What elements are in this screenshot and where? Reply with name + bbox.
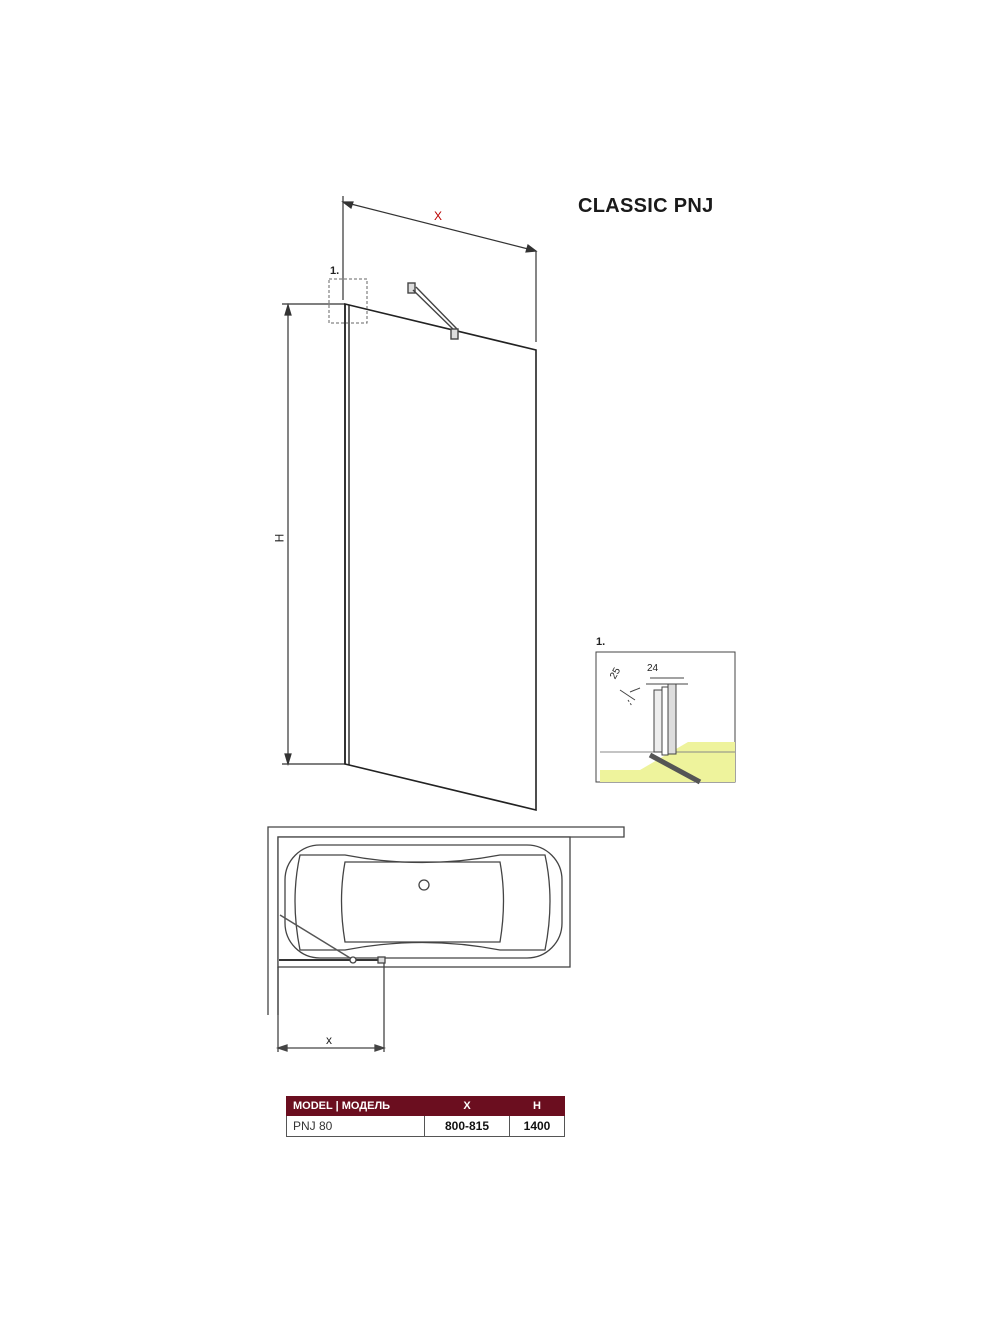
header-h: H: [509, 1096, 565, 1116]
detail-callout-box: [328, 278, 368, 324]
height-label: H: [272, 533, 287, 543]
header-x: X: [424, 1096, 510, 1116]
glass-panel: [344, 302, 537, 812]
product-title: CLASSIC PNJ: [578, 195, 714, 217]
bathtub-plan: [267, 826, 625, 1052]
table-row: PNJ 80 800-815 1400: [286, 1115, 565, 1137]
support-arm: [407, 282, 459, 340]
cell-model: PNJ 80: [286, 1115, 425, 1137]
detail-callout-label: 1.: [330, 265, 340, 277]
height-dimension: [282, 302, 345, 767]
width-label-top: X: [434, 209, 443, 223]
cell-h: 1400: [509, 1115, 565, 1137]
cell-x: 800-815: [424, 1115, 510, 1137]
width-dimension: [341, 196, 538, 342]
detail-inset-label: 1.: [596, 636, 606, 648]
width-label-plan: x: [326, 1033, 332, 1047]
spec-table: MODEL | МОДЕЛЬ X H PNJ 80 800-815 1400: [286, 1096, 565, 1137]
detail-inset: [595, 651, 736, 785]
detail-dim-24: 24: [647, 663, 659, 674]
header-model: MODEL | МОДЕЛЬ: [286, 1096, 425, 1116]
